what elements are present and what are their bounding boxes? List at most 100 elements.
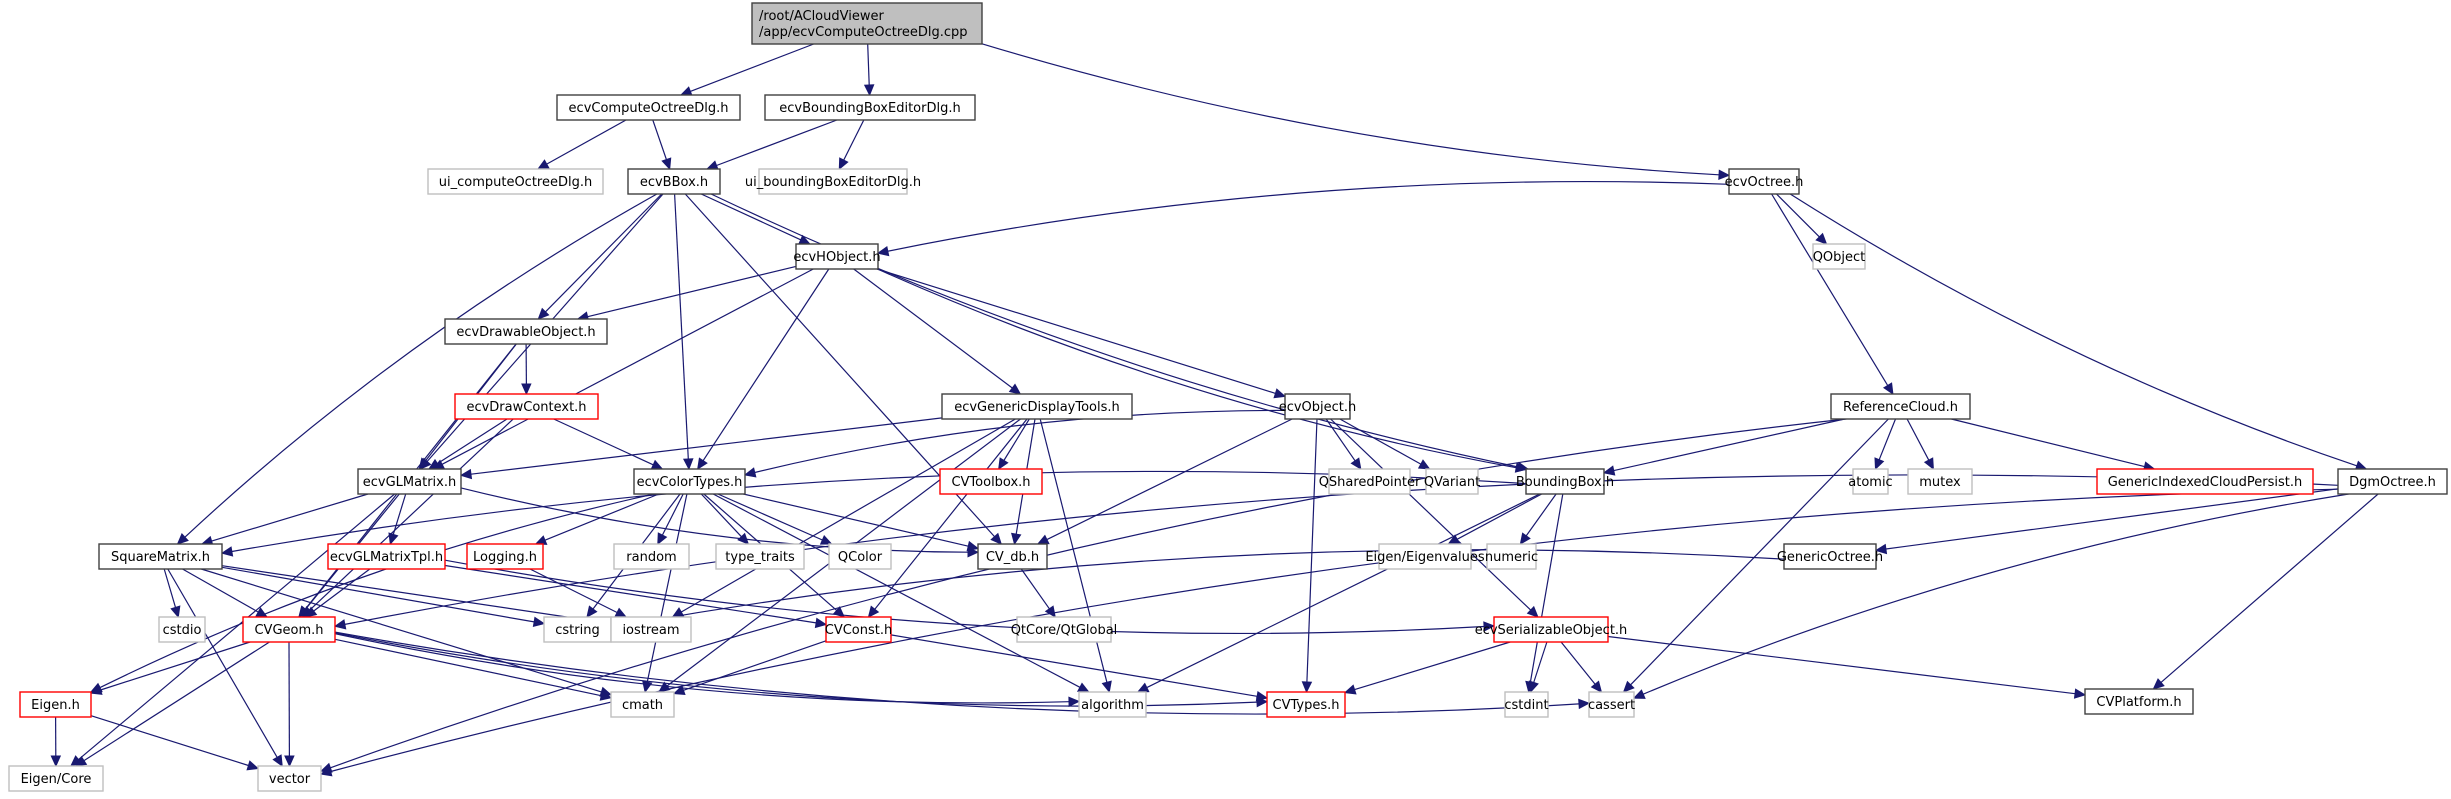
edge-line (1525, 493, 1557, 537)
arrowhead-icon (998, 457, 1009, 471)
node-box (1493, 616, 1609, 643)
edge-line (100, 641, 251, 691)
edge-line (1456, 493, 1542, 540)
edge-ecvBoundingBoxEditorDlg-to-ecvBBox (705, 119, 838, 171)
edge-line (690, 43, 814, 92)
arrowhead-icon (304, 606, 318, 618)
node-box (1525, 468, 1605, 495)
node-box (610, 691, 675, 718)
edge-line (1146, 493, 1540, 689)
node-Logging[interactable]: Logging.h (466, 543, 544, 570)
arrowhead-icon (459, 468, 473, 480)
edge-line (1613, 418, 1845, 472)
node-box (2096, 468, 2314, 495)
edge-ecvHObject-to-ecvObject (876, 268, 1287, 399)
node-label: CVToolbox.h (951, 475, 1030, 490)
node-label: QColor (838, 550, 883, 565)
node-box (327, 543, 446, 570)
node-CVTypes[interactable]: CVTypes.h (1266, 691, 1346, 718)
node-CVGeom[interactable]: CVGeom.h (242, 616, 336, 643)
arrowhead-icon (599, 690, 613, 701)
arrowhead-icon (298, 605, 310, 618)
node-GenericIndexedCloudPersist[interactable]: GenericIndexedCloudPersist.h (2096, 468, 2314, 495)
node-box (825, 616, 892, 643)
arrowhead-icon (1578, 698, 1591, 710)
edge-line (1020, 568, 1050, 610)
node-ecvDrawContext[interactable]: ecvDrawContext.h (454, 393, 599, 420)
node-root[interactable]: /root/ACloudViewer/app/ecvComputeOctreeD… (751, 2, 983, 45)
edge-line (674, 193, 689, 460)
node-box (454, 393, 599, 420)
edge-line (211, 493, 369, 542)
node-label: ecvBoundingBoxEditorDlg.h (779, 101, 960, 116)
arrowhead-icon (650, 459, 664, 470)
node-box (1266, 691, 1346, 718)
arrowhead-icon (1255, 691, 1269, 702)
edge-line (1878, 418, 1897, 460)
node-label: cmath (622, 698, 663, 713)
edge-line (182, 568, 259, 613)
edge-line (1529, 493, 1564, 683)
node-ecvGLMatrix[interactable]: ecvGLMatrix.h (357, 468, 462, 495)
node-label: SquareMatrix.h (111, 550, 210, 565)
node-label: ecvOctree.h (1725, 175, 1804, 190)
edge-CVGeom-to-Eigen_Core (74, 641, 270, 767)
arrowhead-icon (672, 685, 686, 696)
edge-DgmOctree-to-cassert (1632, 493, 2349, 699)
node-ecvBBox[interactable]: ecvBBox.h (627, 168, 721, 195)
arrowhead-icon (521, 383, 532, 396)
arrowhead-icon (642, 680, 653, 694)
node-Eigen[interactable]: Eigen.h (19, 691, 92, 718)
node-box (444, 318, 608, 345)
arrowhead-icon (89, 684, 103, 695)
node-CVPlatform[interactable]: CVPlatform.h (2084, 688, 2194, 715)
node-ecvGenericDisplayTools[interactable]: ecvGenericDisplayTools.h (941, 393, 1133, 420)
edge-line (184, 193, 658, 538)
nodes-layer: /root/ACloudViewer/app/ecvComputeOctreeD… (8, 2, 2448, 792)
node-box (1907, 468, 1973, 495)
node-ecvBoundingBoxEditorDlg[interactable]: ecvBoundingBoxEditorDlg.h (764, 94, 976, 121)
edge-DgmOctree-to-CVGeom (333, 474, 2339, 630)
node-ReferenceCloud[interactable]: ReferenceCloud.h (1830, 393, 1971, 420)
node-cstdint: cstdint (1504, 691, 1549, 718)
node-ecvObject[interactable]: ecvObject.h (1279, 393, 1357, 420)
node-BoundingBox[interactable]: BoundingBox.h (1516, 468, 1614, 495)
node-CVConst[interactable]: CVConst.h (825, 616, 892, 643)
node-label: ecvHObject.h (793, 250, 880, 265)
node-GenericOctree[interactable]: GenericOctree.h (1777, 543, 1883, 570)
node-box (357, 468, 462, 495)
node-label: cassert (1588, 698, 1635, 713)
node-CV_db[interactable]: CV_db.h (977, 543, 1048, 570)
arrowhead-icon (657, 532, 668, 546)
node-ecvDrawableObject[interactable]: ecvDrawableObject.h (444, 318, 608, 345)
node-ecvGLMatrixTpl[interactable]: ecvGLMatrixTpl.h (327, 543, 446, 570)
node-box (613, 543, 690, 570)
node-ecvOctree[interactable]: ecvOctree.h (1725, 168, 1804, 195)
node-label: BoundingBox.h (1516, 475, 1614, 490)
node-atomic: atomic (1848, 468, 1893, 495)
node-label: Logging.h (473, 550, 537, 565)
node-SquareMatrix[interactable]: SquareMatrix.h (98, 543, 223, 570)
node-box (977, 543, 1048, 570)
node-CVToolbox[interactable]: CVToolbox.h (939, 468, 1043, 495)
node-DgmOctree[interactable]: DgmOctree.h (2337, 468, 2448, 495)
arrowhead-icon (50, 755, 62, 768)
edge-Eigen-to-vector (90, 715, 260, 771)
node-ecvHObject[interactable]: ecvHObject.h (793, 243, 881, 270)
edge-line (1354, 641, 1511, 691)
edge-ecvBBox-to-BoundingBox (710, 193, 1530, 473)
arrowhead-icon (176, 532, 189, 545)
edge-line (1776, 193, 1820, 238)
node-mutex: mutex (1907, 468, 1973, 495)
edge-line (874, 418, 1028, 610)
arrowhead-icon (586, 605, 598, 618)
node-ecvSerializableObject[interactable]: ecvSerializableObject.h (1475, 616, 1628, 643)
edge-CV_db-to-QtCore_QtGlobal (1020, 568, 1056, 618)
node-label: cstring (555, 623, 599, 638)
node-label: ecvBBox.h (640, 175, 708, 190)
node-ecvColorTypes[interactable]: ecvColorTypes.h (633, 468, 746, 495)
node-QObject: QObject (1812, 243, 1866, 270)
arrowhead-icon (1718, 169, 1731, 181)
node-ecvComputeOctreeDlg[interactable]: ecvComputeOctreeDlg.h (556, 94, 741, 121)
arrowhead-icon (319, 766, 333, 777)
